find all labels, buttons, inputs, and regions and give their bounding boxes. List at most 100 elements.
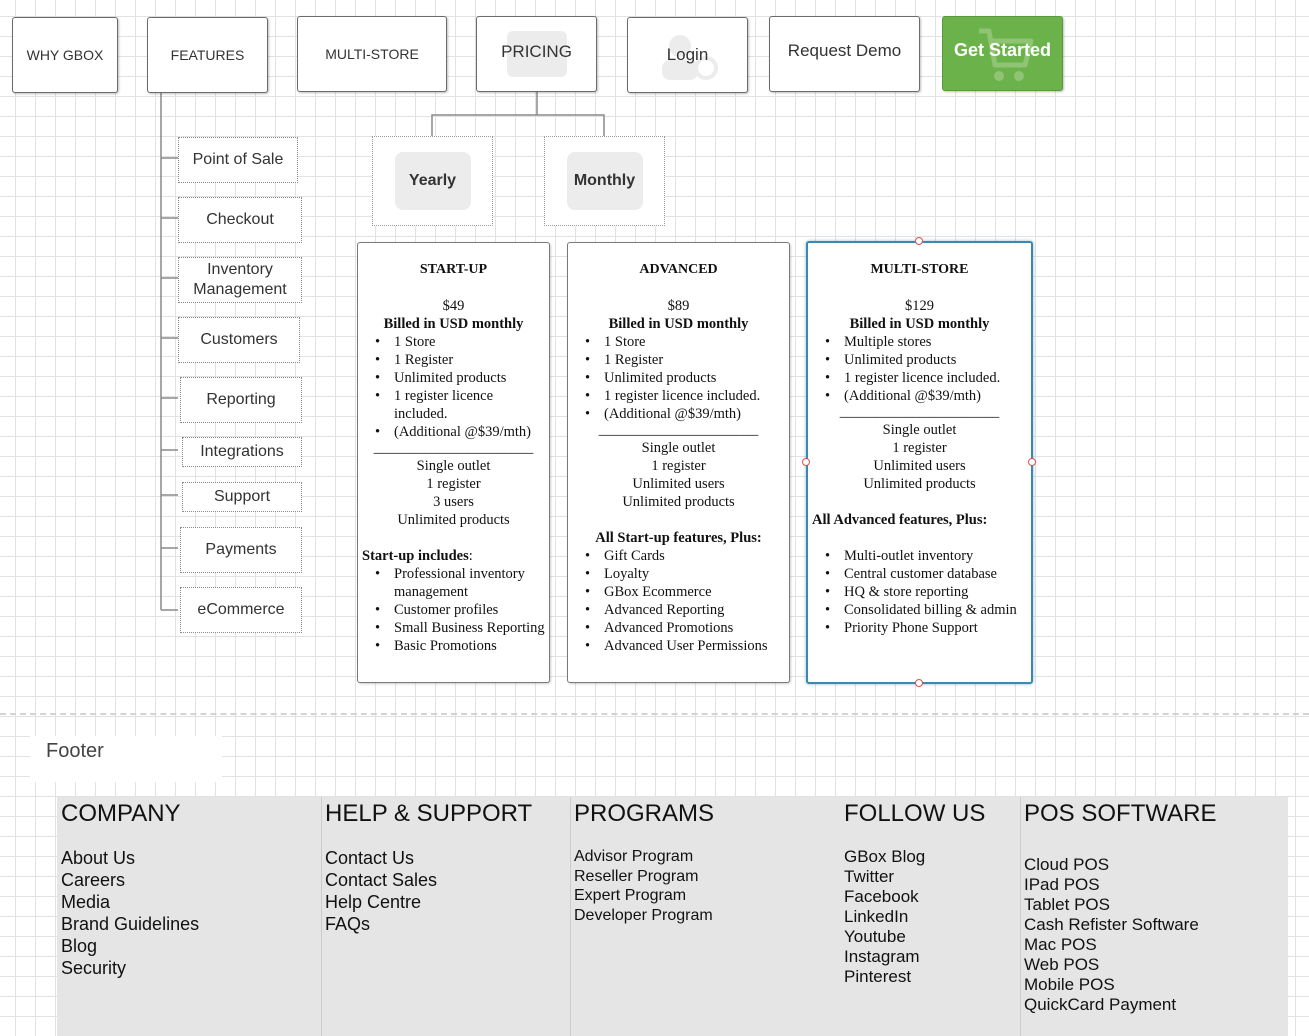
price-tag-icon [507, 31, 567, 77]
plan-rule: ______________________ [373, 440, 534, 456]
footer-column-programs: PROGRAMS Advisor Program Reseller Progra… [570, 797, 840, 1036]
plan-price: $89 [667, 298, 690, 314]
footer-column-company: COMPANY About Us Careers Media Brand Gui… [57, 797, 321, 1036]
plan-summary: 1 register [892, 440, 947, 456]
list-item: Unlimited products [825, 351, 1027, 369]
footer-link-twitter[interactable]: Twitter [844, 867, 895, 886]
list-item: Priority Phone Support [825, 619, 1027, 637]
plan-title: START-UP [419, 262, 488, 277]
list-item: Loyalty [585, 565, 785, 583]
list-item: Multi-outlet inventory [825, 547, 1027, 565]
footer-link-security[interactable]: Security [61, 958, 127, 978]
list-item: 1 register licence included. [825, 369, 1027, 387]
plan-rule: ______________________ [839, 404, 1000, 420]
footer-link-youtube[interactable]: Youtube [844, 927, 906, 946]
footer-link-mac-pos[interactable]: Mac POS [1024, 935, 1097, 954]
nav-why-gbox[interactable]: WHY GBOX [12, 17, 118, 93]
footer-link-web-pos[interactable]: Web POS [1024, 955, 1100, 974]
footer-links: GBox Blog Twitter Facebook LinkedIn Yout… [844, 847, 925, 987]
footer-link-advisor-program[interactable]: Advisor Program [574, 848, 694, 865]
footer-link-reseller-program[interactable]: Reseller Program [574, 867, 699, 885]
feature-payments[interactable]: Payments [180, 527, 302, 573]
list-item: 1 register licence included. [375, 387, 545, 423]
user-icon [662, 35, 718, 80]
footer-heading: HELP & SUPPORT [325, 800, 533, 827]
footer-link-blog[interactable]: Blog [61, 936, 98, 956]
plan-summary: Unlimited products [397, 512, 510, 528]
feature-support[interactable]: Support [182, 482, 302, 512]
footer-link-cloud-pos[interactable]: Cloud POS [1024, 855, 1110, 874]
plan-feature-list: Multiple stores Unlimited products 1 reg… [812, 333, 1027, 405]
footer-link-mobile-pos[interactable]: Mobile POS [1024, 975, 1115, 994]
nav-features[interactable]: FEATURES [147, 17, 268, 93]
footer-link-brand-guidelines[interactable]: Brand Guidelines [61, 914, 200, 934]
plan-title: MULTI-STORE [870, 262, 969, 277]
plan-summary: Single outlet [641, 440, 716, 456]
feature-checkout[interactable]: Checkout [178, 197, 302, 243]
pricing-monthly-option[interactable]: Monthly [544, 136, 665, 226]
footer-link-tablet-pos[interactable]: Tablet POS [1024, 895, 1110, 914]
footer-link-gbox-blog[interactable]: GBox Blog [844, 847, 926, 866]
plan-card-multi-store[interactable]: MULTI-STORE $129 Billed in USD monthly M… [806, 241, 1033, 684]
plan-price: $49 [442, 298, 465, 314]
footer-link-ipad-pos[interactable]: IPad POS [1024, 875, 1100, 894]
list-item: Advanced Reporting [585, 601, 785, 619]
plan-card-startup[interactable]: START-UP $49 Billed in USD monthly 1 Sto… [357, 242, 550, 683]
nav-multi-store[interactable]: MULTI-STORE [297, 16, 447, 92]
feature-inventory-management[interactable]: Inventory Management [178, 257, 302, 303]
footer-link-instagram[interactable]: Instagram [844, 947, 920, 966]
footer-heading: POS SOFTWARE [1024, 800, 1217, 827]
list-item: (Additional @$39/mth) [375, 423, 545, 441]
feature-point-of-sale[interactable]: Point of Sale [178, 137, 298, 183]
list-item: HQ & store reporting [825, 583, 1027, 601]
plan-includes-list: Gift Cards Loyalty GBox Ecommerce Advanc… [572, 547, 785, 655]
feature-reporting[interactable]: Reporting [180, 377, 302, 423]
nav-pricing[interactable]: PRICING [476, 16, 597, 92]
plan-summary: Single outlet [882, 422, 957, 438]
footer-link-linkedin[interactable]: LinkedIn [844, 907, 909, 926]
plan-rule: ______________________ [598, 422, 759, 438]
list-item: 1 Register [375, 351, 545, 369]
plan-billing: Billed in USD monthly [849, 316, 990, 332]
plan-feature-list: 1 Store 1 Register Unlimited products 1 … [362, 333, 545, 441]
footer-link-about-us[interactable]: About Us [61, 848, 136, 868]
feature-ecommerce[interactable]: eCommerce [180, 587, 302, 633]
pricing-yearly-option[interactable]: Yearly [372, 136, 493, 226]
footer-link-careers[interactable]: Careers [61, 870, 126, 890]
plan-summary: Unlimited products [863, 476, 976, 492]
footer-link-faqs[interactable]: FAQs [325, 914, 371, 934]
footer-link-contact-sales[interactable]: Contact Sales [325, 870, 438, 890]
resize-handle-left[interactable] [802, 458, 810, 466]
plan-summary: Single outlet [416, 458, 491, 474]
list-item: 1 Store [375, 333, 545, 351]
footer: COMPANY About Us Careers Media Brand Gui… [57, 797, 1288, 1036]
list-item: Central customer database [825, 565, 1027, 583]
feature-customers[interactable]: Customers [178, 317, 300, 363]
footer-link-contact-us[interactable]: Contact Us [325, 848, 415, 868]
footer-link-pinterest[interactable]: Pinterest [844, 967, 912, 986]
plan-feature-list: 1 Store 1 Register Unlimited products 1 … [572, 333, 785, 423]
footer-links: Contact Us Contact Sales Help Centre FAQ… [325, 847, 437, 935]
feature-integrations[interactable]: Integrations [182, 437, 302, 467]
resize-handle-right[interactable] [1028, 458, 1036, 466]
nav-login[interactable]: Login [627, 17, 748, 93]
plan-billing: Billed in USD monthly [383, 316, 524, 332]
footer-link-help-centre[interactable]: Help Centre [325, 892, 422, 912]
footer-link-cash-register-software[interactable]: Cash Refister Software [1024, 915, 1199, 934]
plan-card-advanced[interactable]: ADVANCED $89 Billed in USD monthly 1 Sto… [567, 242, 790, 683]
footer-link-expert-program[interactable]: Expert Program [574, 887, 687, 904]
list-item: Advanced Promotions [585, 619, 785, 637]
footer-link-facebook[interactable]: Facebook [844, 887, 919, 906]
footer-heading: FOLLOW US [844, 800, 986, 827]
footer-links: Advisor Program Reseller Program Expert … [574, 847, 713, 925]
footer-link-media[interactable]: Media [61, 892, 111, 912]
list-item: 1 Store [585, 333, 785, 351]
resize-handle-top[interactable] [915, 237, 923, 245]
resize-handle-bottom[interactable] [915, 679, 923, 687]
footer-link-developer-program[interactable]: Developer Program [574, 906, 713, 924]
nav-request-demo[interactable]: Request Demo [769, 16, 920, 92]
list-item: Consolidated billing & admin [825, 601, 1027, 619]
list-item: (Additional @$39/mth) [825, 387, 1027, 405]
get-started-button[interactable]: Get Started [942, 16, 1063, 91]
footer-link-quickcard-payment[interactable]: QuickCard Payment [1024, 995, 1177, 1014]
